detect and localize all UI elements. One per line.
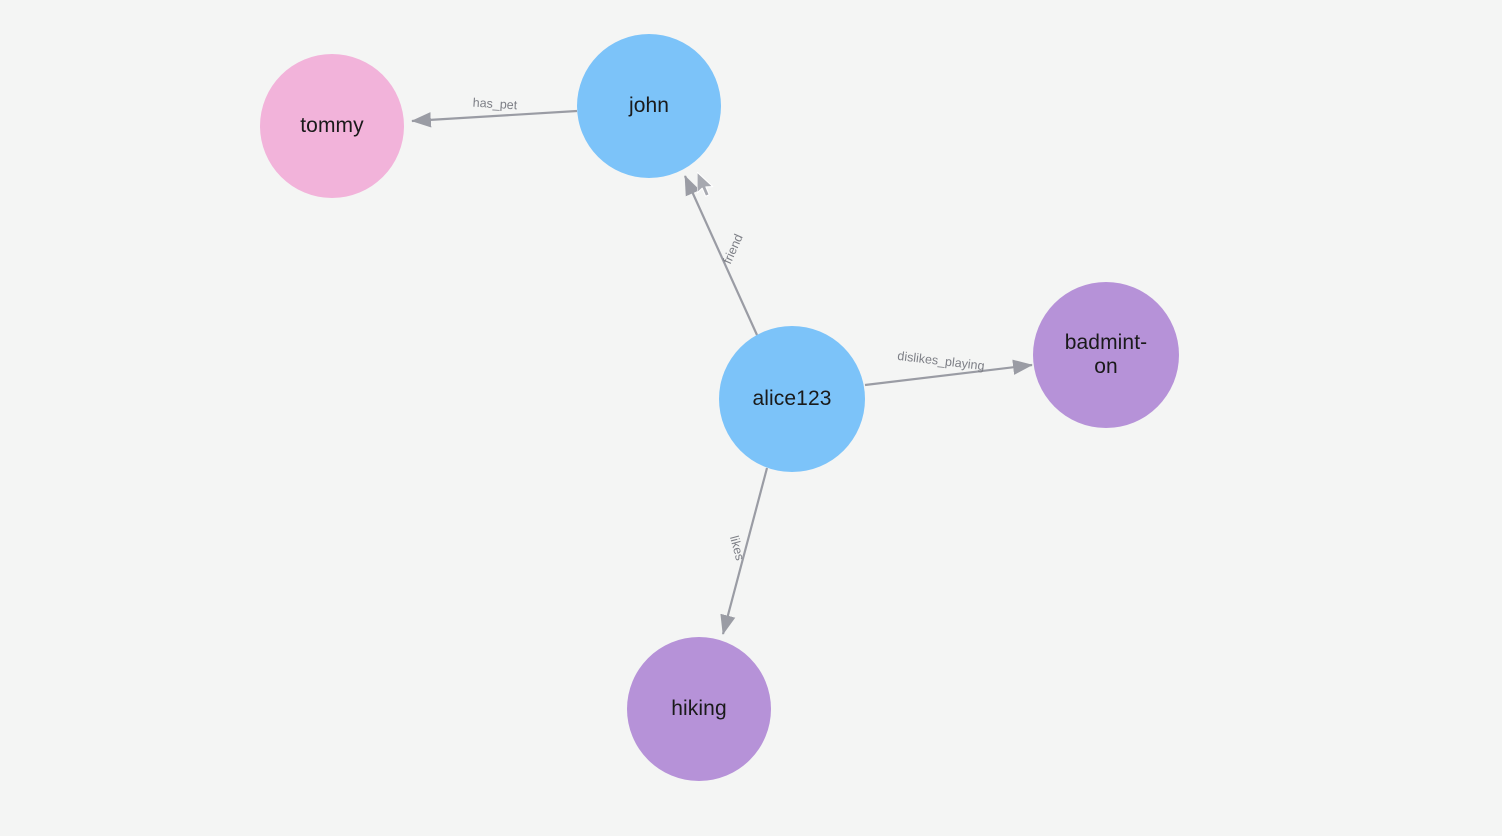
graph-edge[interactable] (864, 359, 1033, 387)
graph-node-label: tommy (300, 113, 364, 137)
graph-node-alice123[interactable]: alice123 (719, 326, 865, 472)
graph-node-label: badmint- on (1064, 330, 1148, 378)
graph-node-label: john (628, 93, 670, 117)
graph-node-john[interactable]: john (577, 34, 721, 178)
graph-node-label: hiking (671, 696, 727, 720)
graph-node-label: alice123 (752, 386, 832, 410)
graph-node-badminton[interactable]: badmint- on (1033, 282, 1179, 428)
graph-edge[interactable] (683, 175, 759, 336)
graph-edge[interactable] (720, 467, 769, 635)
graph-node-hiking[interactable]: hiking (627, 637, 771, 781)
graph-node-tommy[interactable]: tommy (260, 54, 404, 198)
graph-edge[interactable] (411, 109, 578, 128)
